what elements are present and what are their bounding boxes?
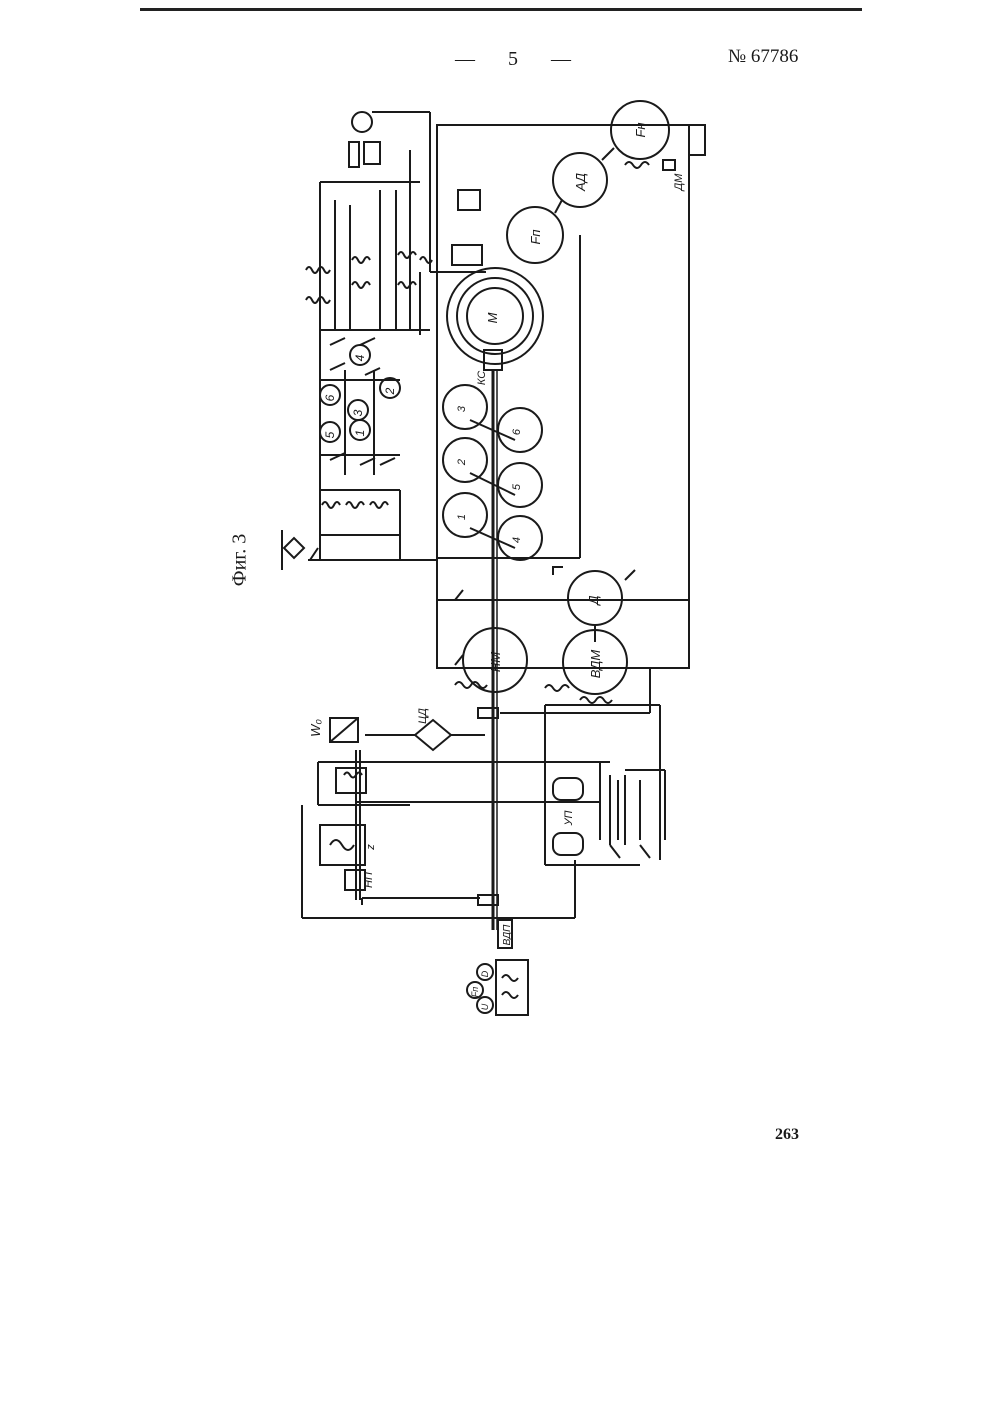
label-fp-small: Fп — [470, 987, 480, 997]
label-d: Д — [586, 595, 601, 606]
label-z: z — [365, 844, 377, 851]
bottom-unit — [496, 960, 528, 1015]
page-reference: 263 — [775, 1126, 799, 1144]
label-c1: 1 — [353, 430, 367, 437]
label-vdm: ВДМ — [588, 650, 603, 679]
main-frame — [437, 125, 689, 668]
label-fp: Fп — [528, 229, 543, 244]
label-ad: АД — [573, 173, 588, 192]
label-up: УП — [563, 810, 575, 826]
label-ks: КС — [476, 371, 488, 385]
label-n1: 1 — [456, 514, 468, 520]
label-c4: 4 — [353, 354, 367, 361]
label-np: НП — [363, 872, 375, 888]
label-c2: 2 — [383, 387, 397, 395]
label-u-small: U — [480, 1003, 490, 1010]
label-n6: 6 — [511, 428, 523, 435]
label-w0: W₀ — [308, 719, 323, 737]
label-fn: Fн — [633, 122, 648, 137]
label-dm: ДМ — [673, 173, 685, 193]
label-nm: НМ — [488, 652, 503, 672]
label-vdp: ВДП — [502, 924, 513, 945]
label-c5: 5 — [323, 431, 337, 438]
label-c3: 3 — [351, 409, 365, 416]
label-c6: 6 — [323, 394, 337, 401]
label-d-small: D — [480, 970, 490, 977]
label-cd: ЦД — [417, 708, 429, 724]
control-circuit — [302, 668, 665, 918]
label-m: М — [485, 312, 500, 323]
label-n2: 2 — [456, 459, 468, 466]
label-n4: 4 — [511, 537, 523, 543]
label-n3: 3 — [456, 405, 468, 412]
label-n5: 5 — [511, 483, 523, 490]
switch-network — [282, 112, 486, 570]
